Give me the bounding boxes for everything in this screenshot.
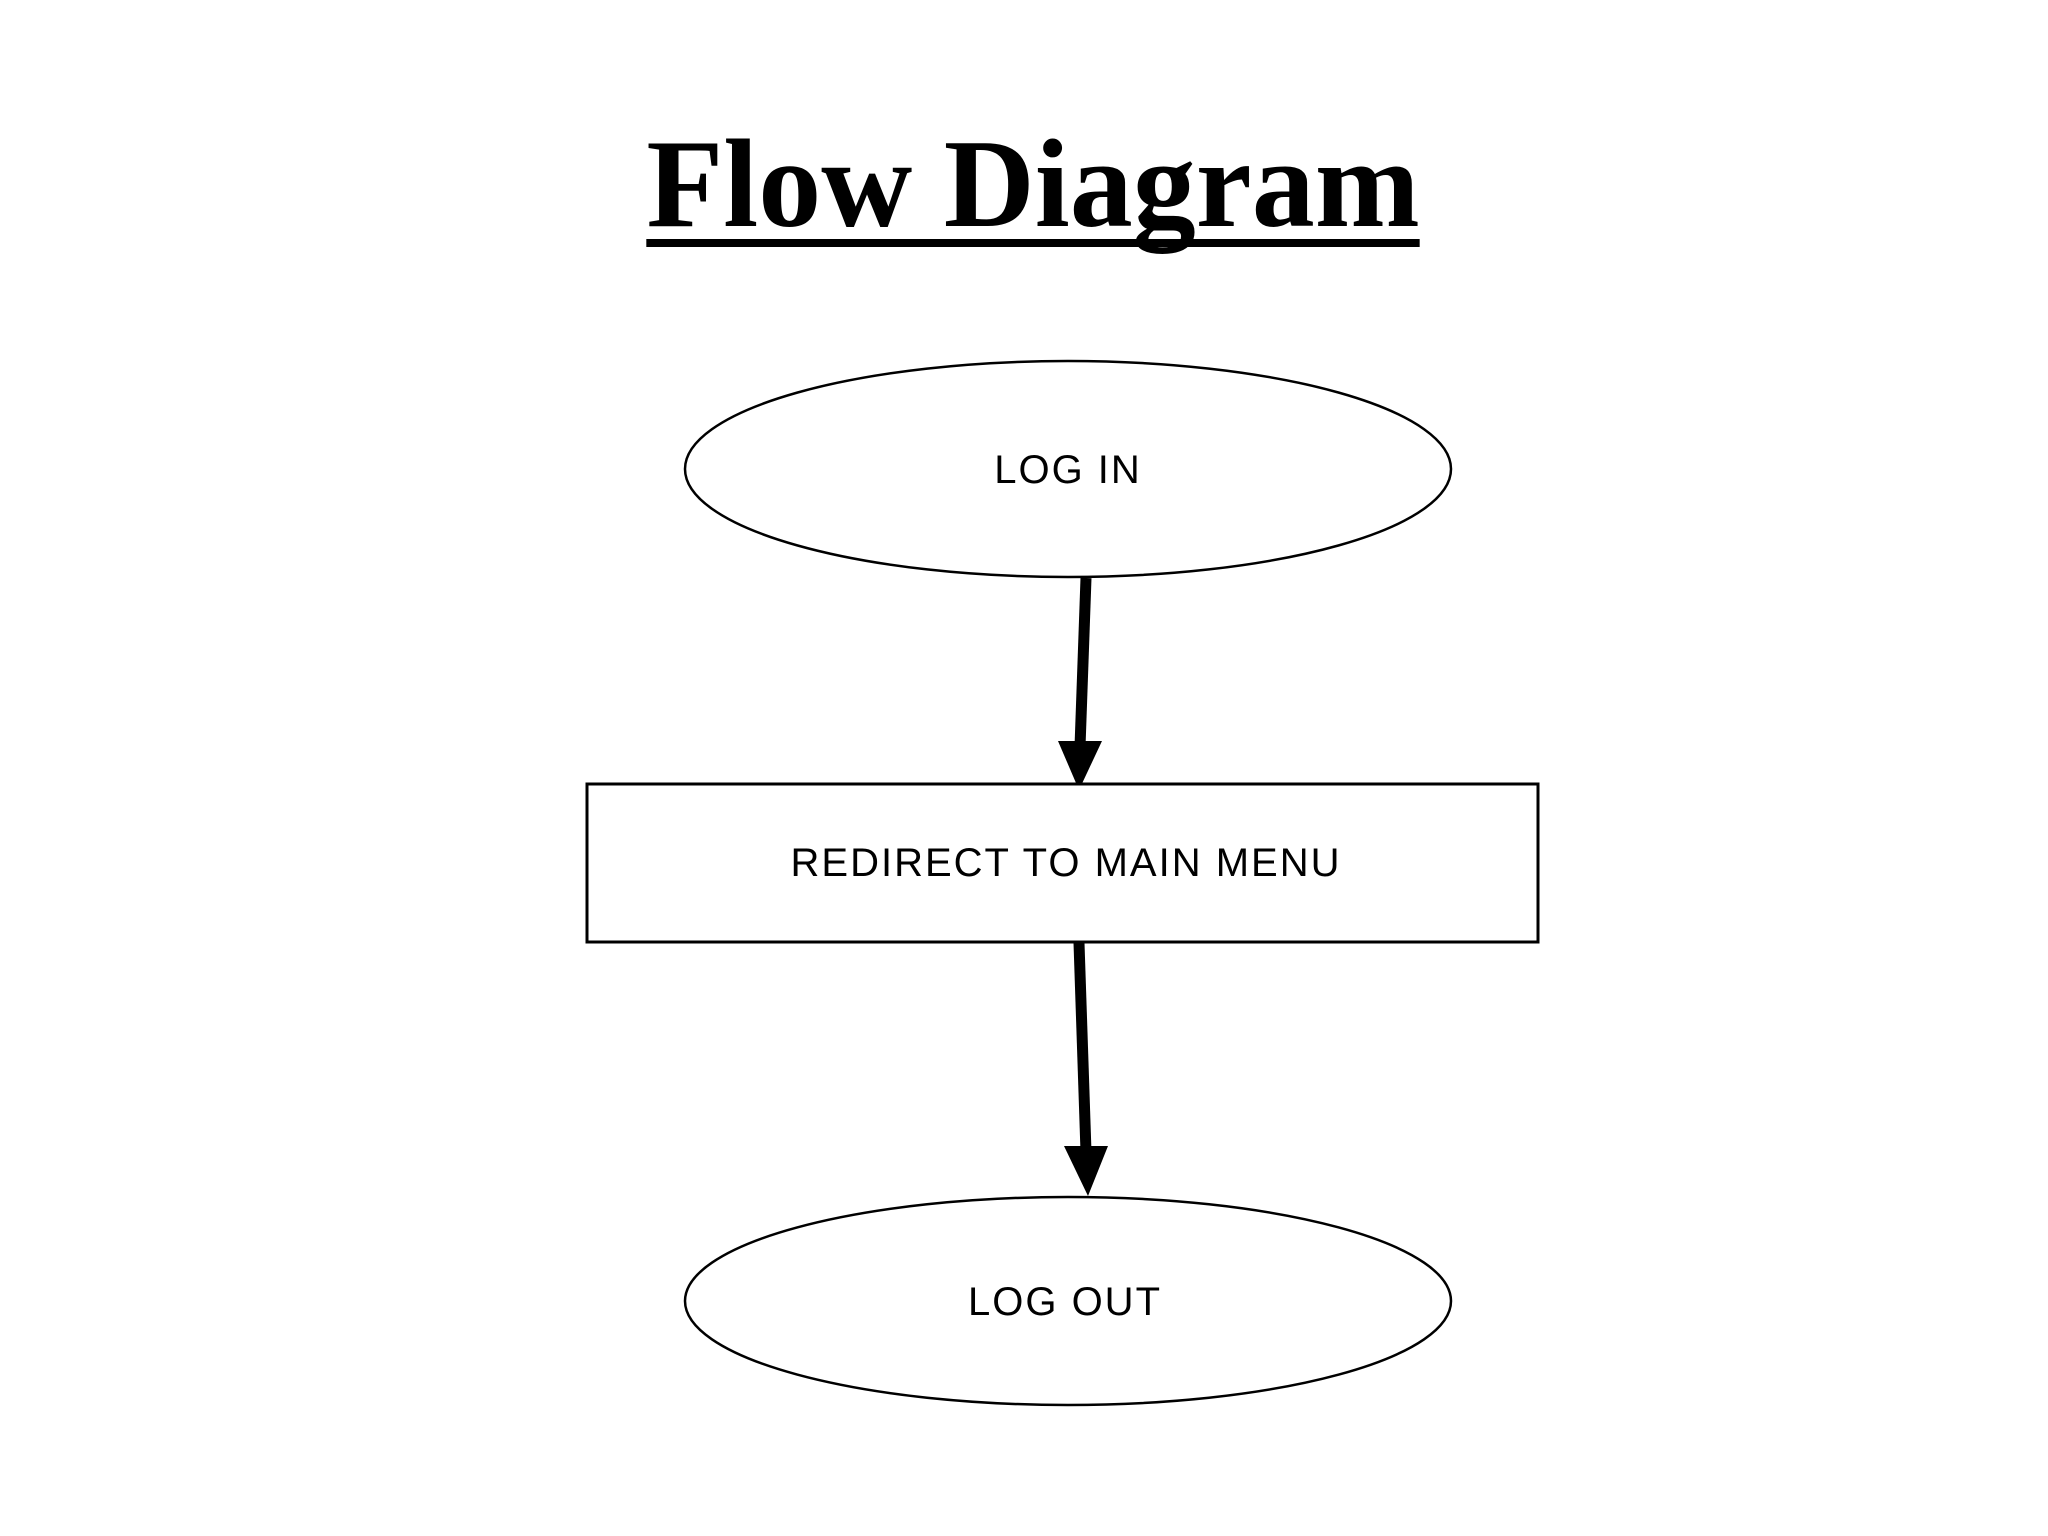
arrow-redirect-to-logout-head-icon	[1064, 1146, 1108, 1196]
arrow-redirect-to-logout	[1064, 942, 1108, 1196]
redirect-node-label: REDIRECT TO MAIN MENU	[791, 841, 1342, 885]
logout-node-label: LOG OUT	[968, 1280, 1162, 1324]
logout-ellipse-node	[683, 1195, 1453, 1407]
login-ellipse-node	[683, 359, 1453, 579]
arrow-login-to-redirect	[1058, 577, 1102, 790]
arrow-redirect-to-logout-shaft	[1073, 942, 1092, 1153]
redirect-rectangle-node	[585, 782, 1540, 944]
page-title: Flow Diagram	[646, 115, 1420, 254]
login-node-label: LOG IN	[994, 448, 1142, 492]
arrow-login-to-redirect-shaft	[1074, 577, 1092, 748]
arrow-login-to-redirect-head-icon	[1058, 741, 1102, 790]
